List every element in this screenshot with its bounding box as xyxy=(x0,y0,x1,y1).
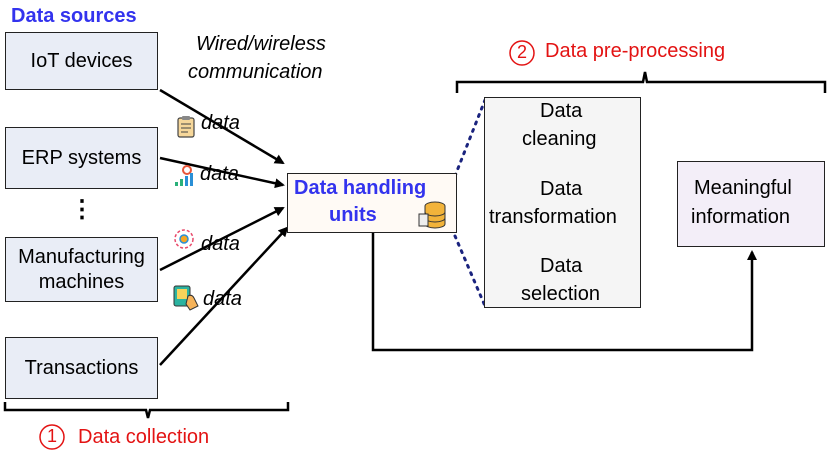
zoom-line-bottom xyxy=(453,234,487,308)
collection-number-circle xyxy=(39,424,65,450)
sources-title: Data sources xyxy=(11,5,137,27)
step-transformation-line1: Data xyxy=(540,178,583,200)
source-erp-systems: ERP systems xyxy=(5,127,158,189)
collection-brace xyxy=(3,402,290,419)
result-line2: information xyxy=(691,206,790,228)
arrow-manufacturing xyxy=(159,206,285,272)
result-line1: Meaningful xyxy=(694,177,792,199)
collection-title: Data collection xyxy=(78,426,210,448)
source-iot-devices: IoT devices xyxy=(5,32,158,90)
meaningful-information-box: Meaningful information xyxy=(677,161,825,247)
preprocessing-number: 2 xyxy=(517,42,528,62)
arrow-transactions xyxy=(159,226,289,366)
comm-label-line2: communication xyxy=(188,61,323,83)
collection-number: 1 xyxy=(47,426,58,446)
clipboard-icon xyxy=(177,116,195,138)
data-label-erp: data xyxy=(200,163,239,185)
preprocessing-title: Data pre-processing xyxy=(545,40,726,62)
step-cleaning-line1: Data xyxy=(540,100,583,122)
step-transformation-line2: transformation xyxy=(489,206,617,228)
signal-chart-icon xyxy=(175,165,193,186)
step-cleaning-line2: cleaning xyxy=(522,128,597,150)
arrow-handling-to-result xyxy=(371,230,757,352)
arrow-iot xyxy=(159,88,285,165)
data-label-iot: data xyxy=(201,112,240,134)
zoom-line-top xyxy=(453,98,487,178)
preprocessing-number-circle xyxy=(509,40,535,66)
gear-network-icon xyxy=(174,229,194,249)
data-handling-units-box: Data handling units xyxy=(287,173,457,233)
step-selection-line2: selection xyxy=(521,283,600,305)
data-label-transactions: data xyxy=(203,288,242,310)
step-selection-line1: Data xyxy=(540,255,583,277)
comm-label-line1: Wired/wireless xyxy=(196,33,326,55)
preprocessing-box: Data cleaning Data transformation Data s… xyxy=(484,97,641,308)
source-manufacturing-machines: Manufacturing machines xyxy=(5,237,158,302)
data-label-manufacturing: data xyxy=(201,233,240,255)
arrow-erp xyxy=(159,156,285,189)
vertical-ellipsis: ⋮ xyxy=(70,196,94,223)
source-transactions: Transactions xyxy=(5,337,158,399)
handling-line1: Data handling xyxy=(294,177,427,199)
touch-payment-icon xyxy=(173,285,199,311)
preprocessing-brace xyxy=(455,71,827,93)
database-icon xyxy=(418,201,446,229)
handling-line2: units xyxy=(329,204,377,226)
